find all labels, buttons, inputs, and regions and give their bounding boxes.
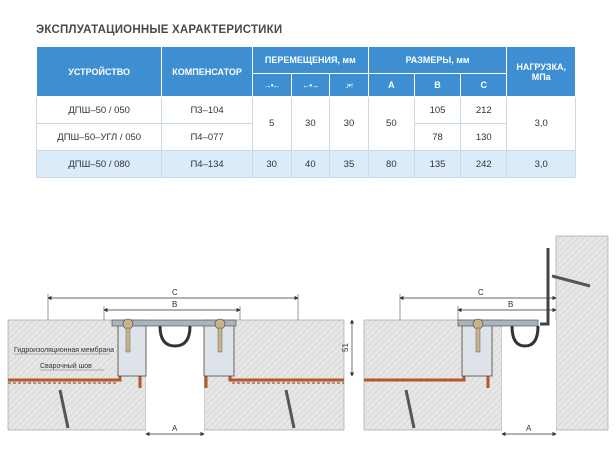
cell-a: 50 [367, 96, 415, 151]
header-sizes: РАЗМЕРЫ, мм [367, 46, 508, 74]
header-movements: ПЕРЕМЕЩЕНИЯ, мм [251, 46, 369, 74]
section-title: ЭКСПЛУАТАЦИОННЫЕ ХАРАКТЕРИСТИКИ [36, 24, 283, 36]
dim-a-label: A [172, 424, 178, 433]
cell-device: ДПШ–50 / 080 [35, 150, 163, 178]
cell-m2: 30 [290, 96, 331, 151]
table-row: ДПШ–50 / 080 П4–134 30 40 35 80 135 242 … [35, 150, 576, 178]
header-size-b: B [413, 73, 462, 97]
dim-b-label: B [508, 300, 513, 309]
specs-table: УСТРОЙСТВО КОМПЕНСАТОР ПЕРЕМЕЩЕНИЯ, мм Р… [35, 46, 576, 178]
compress-icon: →•← [263, 81, 281, 90]
cell-device: ДПШ–50 / 050 [35, 96, 163, 124]
weld-label: Сварочный шов [40, 362, 92, 370]
cell-b: 78 [413, 123, 462, 151]
header-size-c: C [460, 73, 508, 97]
cell-compensator: П4–077 [161, 123, 253, 151]
cell-load: 3,0 [506, 150, 576, 178]
cell-c: 242 [460, 150, 508, 178]
dim-b-label: B [172, 300, 177, 309]
cell-m2: 40 [290, 150, 331, 178]
cell-m1: 5 [251, 96, 292, 151]
wall-joint-drawing: C B A [363, 235, 609, 437]
cell-compensator: П3–104 [161, 96, 253, 124]
cell-m3: 35 [329, 150, 369, 178]
header-compensator: КОМПЕНСАТОР [161, 46, 253, 97]
cell-c: 212 [460, 96, 508, 124]
cell-load: 3,0 [506, 96, 576, 151]
cell-compensator: П4–134 [161, 150, 253, 178]
technical-drawings: C B A 51 Гидроизоляционная мембрана Свар… [7, 235, 609, 437]
cell-device: ДПШ–50–УГЛ / 050 [35, 123, 163, 151]
floor-joint-drawing: C B A 51 Гидроизоляционная мембрана Свар… [7, 288, 355, 437]
cell-c: 130 [460, 123, 508, 151]
header-device: УСТРОЙСТВО [35, 46, 163, 97]
cell-m3: 30 [329, 96, 369, 151]
dim-c-label: C [172, 288, 178, 297]
header-load: НАГРУЗКА, МПа [506, 46, 576, 97]
cell-m1: 30 [251, 150, 292, 178]
dim-a-label: A [526, 424, 532, 433]
dim-height-label: 51 [341, 343, 350, 352]
expand-icon: ←•→ [302, 81, 319, 90]
vertical-shift-icon: ↓•↑ [345, 81, 354, 90]
cell-a: 80 [367, 150, 415, 178]
cell-b: 105 [413, 96, 462, 124]
header-size-a: A [367, 73, 415, 97]
dim-c-label: C [478, 288, 484, 297]
membrane-label: Гидроизоляционная мембрана [14, 346, 114, 354]
table-row: ДПШ–50 / 050 П3–104 5 30 30 50 105 212 3… [35, 96, 576, 151]
table-row: ДПШ–50–УГЛ / 050 П4–077 78 130 [35, 123, 576, 151]
cell-b: 135 [413, 150, 462, 178]
